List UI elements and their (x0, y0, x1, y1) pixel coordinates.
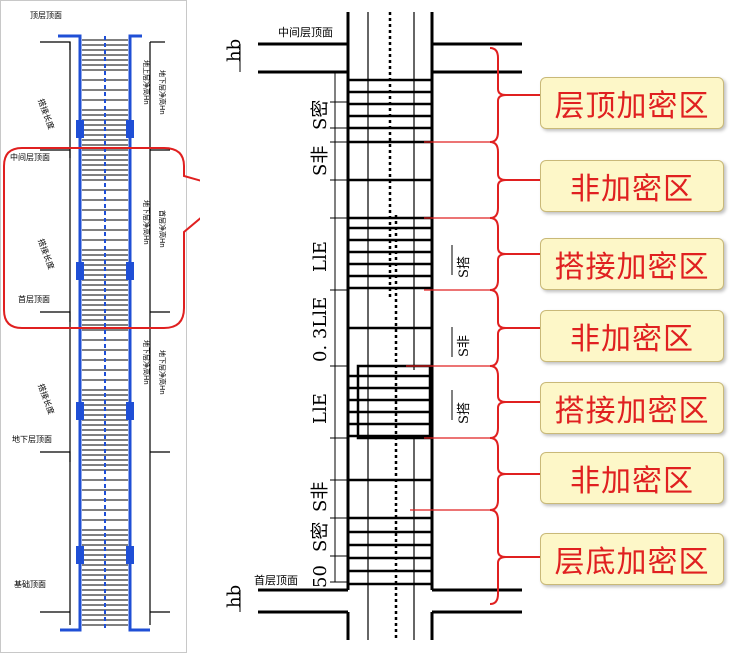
left-label-roof: 顶层顶面 (30, 11, 62, 20)
zone-brace (489, 141, 507, 219)
left-label-first-floor: 首层顶面 (18, 294, 50, 304)
zone-text: 搭接加密区 (554, 394, 710, 429)
left-vlabel-4: 首层净高Hn (158, 210, 167, 248)
left-vlabel-5: 地下层净高Hn (142, 340, 151, 385)
dim-lap-dense-2: S搭 (456, 402, 472, 424)
zone-brace (489, 289, 507, 367)
zone-text: 非加密区 (570, 172, 694, 207)
label-hb-top: hb (224, 39, 245, 62)
zone-text: 层顶加密区 (554, 89, 710, 124)
label-mid-floor: 中间层顶面 (278, 26, 333, 39)
left-label-mid-floor: 中间层顶面 (10, 152, 50, 162)
dim-s-dense-top: S密 (310, 100, 331, 130)
dimension-lines (239, 44, 453, 612)
zone-label-non-dense-3: 非加密区 (540, 452, 724, 504)
left-label-foundation: 基础顶面 (14, 579, 46, 589)
leader-lines (406, 141, 490, 511)
zone-brace (489, 217, 507, 291)
right-column-detail: 中间层顶面 首层顶面 hb hb S密 S非 LlE 0. 3LlE LlE S… (224, 12, 540, 640)
column-edges (346, 12, 434, 640)
zone-brace (489, 437, 507, 511)
dim-s-sparse-top: S非 (310, 146, 331, 176)
zone-text: 非加密区 (570, 322, 694, 357)
left-vlabel-3: 地下层净高Hn (142, 200, 151, 245)
zone-label-roof-dense: 层顶加密区 (540, 77, 724, 129)
left-frame (0, 0, 187, 653)
dim-s-dense-bottom: S密 (310, 522, 331, 552)
label-first-floor: 首层顶面 (254, 573, 298, 587)
left-vlabel-2: 地下层净高Hn (158, 70, 167, 115)
dim-s-sparse-mid: S非 (457, 335, 472, 357)
zone-text: 搭接加密区 (554, 250, 710, 285)
dim-ratio-lie: 0. 3LlE (310, 297, 331, 362)
zone-label-non-dense-2: 非加密区 (540, 310, 724, 362)
dim-lie-2: LlE (310, 393, 331, 424)
zone-braces (489, 47, 540, 605)
label-hb-bottom: hb (224, 585, 245, 608)
left-vlabel-1: 地上层净高Hn (142, 60, 151, 105)
left-lap-blocks (76, 120, 134, 564)
zone-brace (489, 47, 507, 143)
zone-label-non-dense-1: 非加密区 (540, 160, 724, 212)
dim-fifty: 50 (310, 565, 331, 588)
stirrups (348, 78, 432, 586)
zone-label-lap-dense-2: 搭接加密区 (540, 382, 724, 434)
left-main-bars (58, 34, 150, 632)
zone-text: 非加密区 (570, 464, 694, 499)
lap-box (356, 364, 432, 440)
zone-label-bottom-dense: 层底加密区 (540, 533, 724, 585)
zone-text: 层底加密区 (554, 545, 710, 580)
dim-s-sparse-bottom: S非 (310, 482, 331, 512)
left-label-basement: 地下层顶面 (12, 434, 52, 444)
left-column-overview: 顶层顶面 中间层顶面 首层顶面 地下层顶面 基础顶面 搭接长度 搭接长度 搭接长… (0, 0, 200, 653)
dim-lap-dense-1: S搭 (456, 256, 472, 278)
slabs (258, 42, 522, 614)
left-vlabel-6: 地下层净高Hn (158, 350, 167, 395)
zone-brace (489, 365, 507, 439)
zone-label-lap-dense-1: 搭接加密区 (540, 238, 724, 290)
left-slabs (40, 41, 170, 625)
dim-lie-1: LlE (310, 241, 331, 272)
callout-bubble (3, 147, 200, 329)
